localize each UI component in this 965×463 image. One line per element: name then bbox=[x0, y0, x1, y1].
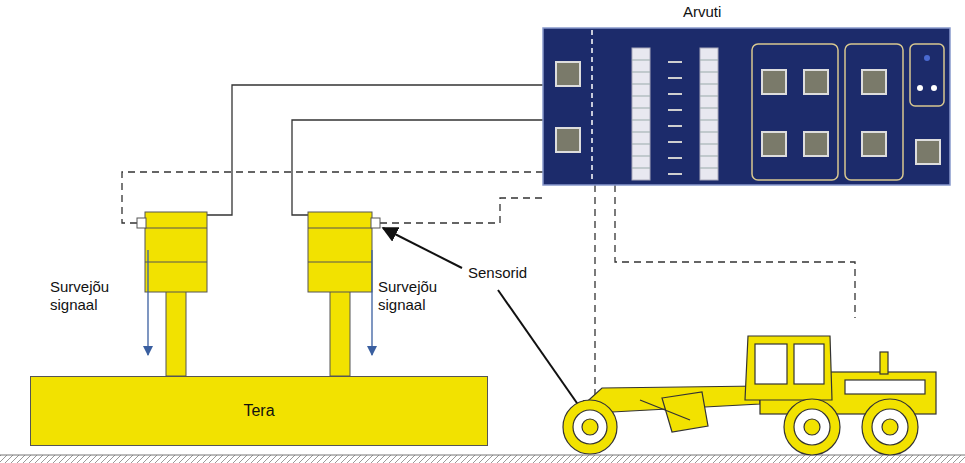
signal-arrow bbox=[371, 250, 372, 355]
button-group bbox=[752, 44, 838, 180]
panel-button bbox=[556, 128, 580, 152]
panel-leds bbox=[917, 55, 937, 91]
sensor-wire bbox=[594, 185, 595, 398]
scale-ticks bbox=[668, 62, 682, 174]
panel-body bbox=[543, 28, 950, 185]
signal-arrow bbox=[147, 250, 148, 355]
leader-line bbox=[383, 228, 462, 268]
signal-label: Survejõu signaal bbox=[50, 278, 128, 314]
hydraulic-cylinder bbox=[137, 212, 207, 376]
sensor-symbol bbox=[137, 218, 146, 228]
motor-grader bbox=[563, 336, 936, 455]
computer-panel bbox=[543, 28, 950, 185]
button-group bbox=[845, 44, 903, 180]
signal-label: Survejõu signaal bbox=[378, 278, 456, 314]
ground-hatch bbox=[0, 455, 965, 463]
sensor-wire bbox=[615, 185, 855, 318]
signal-wire bbox=[292, 120, 543, 215]
sensor-wire bbox=[380, 198, 543, 223]
leader-line bbox=[498, 290, 586, 416]
blade-label: Tera bbox=[243, 401, 274, 420]
sensor-symbol bbox=[371, 218, 380, 228]
bar-meter bbox=[632, 48, 650, 180]
panel-buttons bbox=[762, 70, 940, 164]
bar-meter bbox=[700, 48, 718, 180]
computer-panel: Arvuti bbox=[543, 28, 950, 185]
button-group bbox=[910, 44, 944, 106]
panel-button bbox=[556, 62, 580, 86]
panel-heading: Arvuti bbox=[683, 3, 721, 21]
panel-divider bbox=[591, 30, 593, 183]
signal-wire bbox=[207, 85, 543, 215]
hydraulic-cylinder bbox=[308, 212, 380, 376]
sensor-label: Sensorid bbox=[468, 264, 527, 282]
ground-line bbox=[0, 455, 965, 456]
blade-box: Tera bbox=[30, 376, 488, 446]
meter-segments bbox=[632, 60, 718, 168]
